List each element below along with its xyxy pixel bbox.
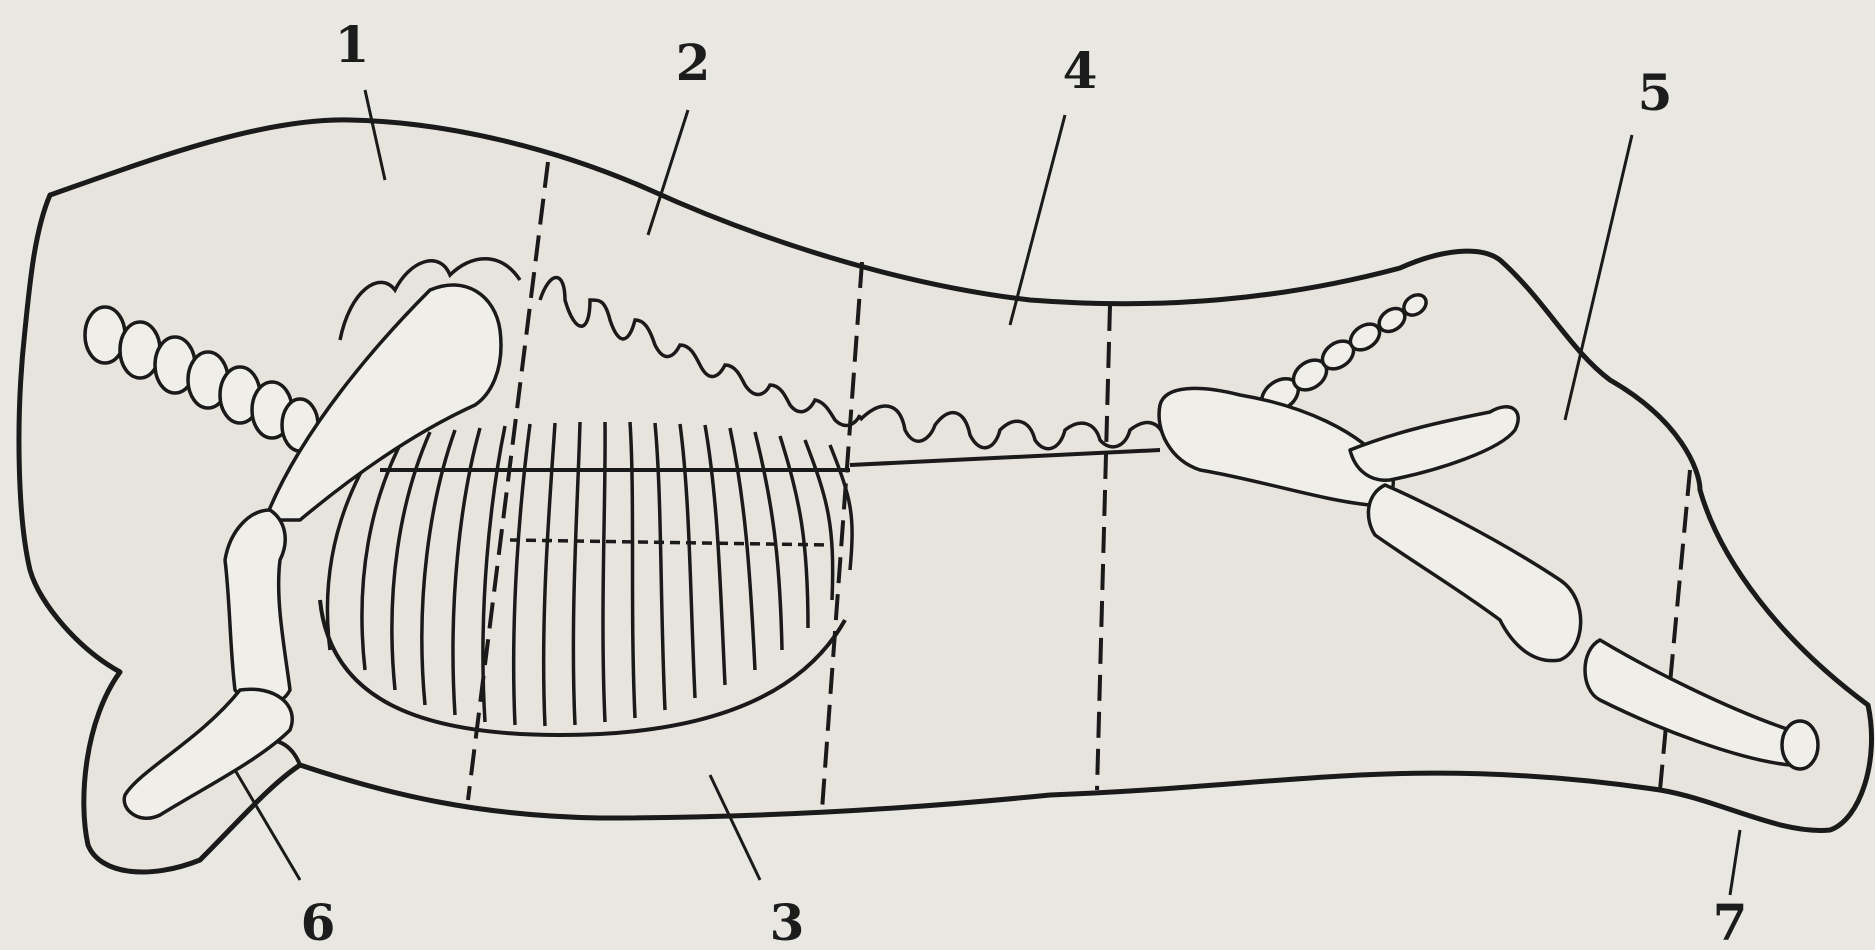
label-5: 5 xyxy=(1638,63,1673,122)
label-2: 2 xyxy=(676,33,711,92)
hoof xyxy=(1782,721,1818,769)
label-3: 3 xyxy=(770,893,805,950)
leader-4 xyxy=(1010,115,1065,325)
label-4: 4 xyxy=(1063,41,1098,100)
label-6: 6 xyxy=(301,893,336,950)
humerus xyxy=(225,510,290,705)
label-1: 1 xyxy=(335,15,370,74)
leader-7 xyxy=(1730,830,1740,895)
label-7: 7 xyxy=(1713,893,1748,950)
